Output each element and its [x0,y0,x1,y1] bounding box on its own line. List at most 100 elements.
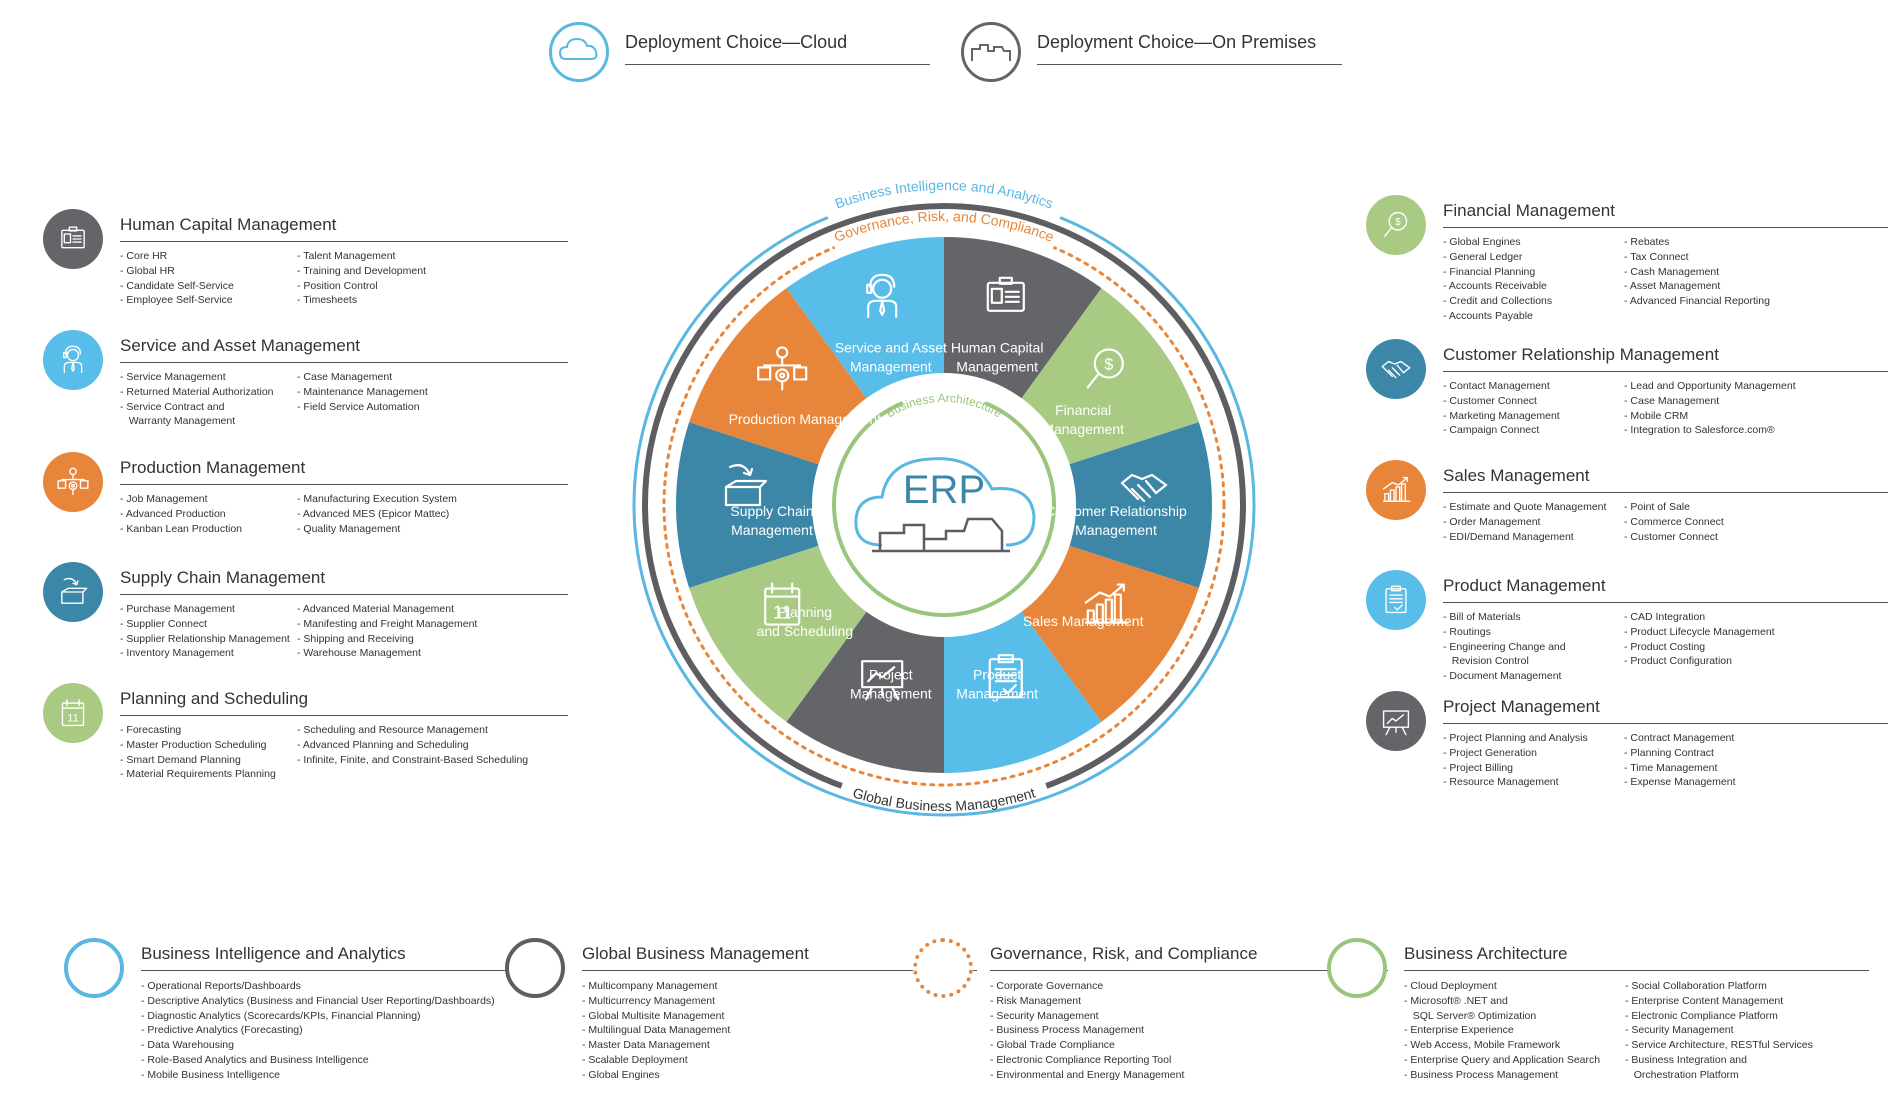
badge-icon [43,209,103,269]
module-title: Human Capital Management [120,215,337,234]
clipboard-icon [988,654,1023,699]
deployment-cloud-label: Deployment Choice—Cloud [625,32,848,52]
feature-list-left: - Project Planning and Analysis - Projec… [1443,732,1588,789]
feature-list-right: - Social Collaboration Platform - Enterp… [1625,980,1813,1081]
buildings-icon [961,22,1021,82]
divider [120,594,568,595]
divider [1404,970,1869,971]
segment-label: Project [869,667,913,683]
segment-label: Sales Management [1023,613,1144,629]
segment-label: Management [1075,522,1157,538]
platform-title: Business Intelligence and Analytics [141,944,406,963]
feature-list-right: - Talent Management - Training and Devel… [297,250,426,307]
feature-list-left: - Corporate Governance - Risk Management… [990,980,1185,1081]
segment-label: Management [731,522,813,538]
module-title: Sales Management [1443,466,1590,485]
deployment-premises-label: Deployment Choice—On Premises [1037,32,1317,52]
governance-ring [662,223,1226,787]
badge-icon [986,276,1025,312]
module-section: Product Management - Bill of Materials -… [1366,570,1888,682]
divider [582,970,977,971]
feature-list-right: - Point of Sale - Commerce Connect - Cus… [1624,501,1724,543]
feature-list-right: - Manufacturing Execution System - Advan… [297,493,457,535]
divider [1443,371,1888,372]
wheel-segment [944,422,1212,588]
svg-text:11: 11 [773,603,792,623]
segment-label: Management [850,686,932,702]
cloud-icon [549,22,609,82]
platform-section: Global Business Management - Multicompan… [505,938,977,1088]
segment-label: Supply Chain [730,503,813,519]
platform-section: Business Architecture - Cloud Deployment… [1327,938,1869,1088]
feature-list-left: - Forecasting - Master Production Schedu… [120,724,276,781]
module-section: Service and Asset Management - Service M… [43,330,568,440]
segment-label: Production Management [729,411,882,427]
org-chart-gear-icon [757,346,808,391]
segment-label: Management [956,358,1038,374]
segment-label: Planning [778,604,833,620]
module-section: Sales Management - Estimate and Quote Ma… [1366,460,1888,570]
feature-list-right: - Scheduling and Resource Management - A… [297,724,529,766]
ring-icon [64,938,124,998]
ring-icon [913,938,973,998]
module-title: Financial Management [1443,201,1615,220]
module-section: Project Management - Project Planning an… [1366,691,1888,801]
divider [141,970,554,971]
platform-title: Business Architecture [1404,944,1568,963]
platform-title: Governance, Risk, and Compliance [990,944,1258,963]
presentation-icon [1366,691,1426,751]
module-title: Supply Chain Management [120,568,326,587]
headset-person-icon [866,273,898,318]
divider [1443,723,1888,724]
module-title: Customer Relationship Management [1443,345,1719,364]
divider [1443,602,1888,603]
feature-list-right: - Rebates - Tax Connect - Cash Managemen… [1624,236,1770,308]
module-title: Production Management [120,458,306,477]
clipboard-icon [1366,570,1426,630]
bar-chart-icon [1366,460,1426,520]
platform-section: Governance, Risk, and Compliance - Corpo… [913,938,1388,1088]
module-section: Human Capital Management - Core HR - Glo… [43,209,568,319]
calendar-icon: 11 [764,582,801,626]
platform-title: Global Business Management [582,944,809,963]
presentation-icon [861,660,904,701]
segment-label: Customer Relationship [1045,503,1187,519]
erp-cloud-icon [854,457,1036,553]
feature-list-left: - Global Engines - General Ledger - Fina… [1443,236,1553,322]
divider [120,715,568,716]
calendar-icon: 11 [43,683,103,743]
deployment-cloud: Deployment Choice—Cloud [549,22,930,86]
segment-label: Management [1042,421,1124,437]
segment-label: Financial [1055,402,1111,418]
feature-list-left: - Estimate and Quote Management - Order … [1443,501,1607,543]
magnifier-dollar-icon: $ [1086,348,1124,389]
erp-label: ERP [903,468,985,512]
feature-list-right: - Lead and Opportunity Management - Case… [1624,380,1796,437]
box-arrow-icon [724,464,768,507]
ring-icon [505,938,565,998]
deployment-premises: Deployment Choice—On Premises [961,22,1351,86]
module-section: Supply Chain Management - Purchase Manag… [43,562,568,672]
feature-list-left: - Cloud Deployment - Microsoft® .NET and… [1404,980,1601,1081]
box-arrow-icon [43,562,103,622]
feature-list-right: - Contract Management - Planning Contrac… [1624,732,1736,789]
segment-label: Human Capital [951,339,1044,355]
segment-label: Management [850,358,932,374]
divider [120,241,568,242]
feature-list-right: - Case Management - Maintenance Manageme… [297,371,428,413]
svg-text:$: $ [1395,217,1401,228]
module-section: 11 Planning and Scheduling - Forecasting… [43,683,568,793]
module-title: Product Management [1443,576,1606,595]
divider [625,64,930,65]
feature-list-left: - Contact Management - Customer Connect … [1443,380,1560,437]
org-chart-gear-icon [43,452,103,512]
divider [1037,64,1342,65]
module-section: $ Financial Management - Global Engines … [1366,195,1888,322]
svg-text:$: $ [1104,356,1113,373]
divider [1443,492,1888,493]
module-section: Production Management - Job Management -… [43,452,568,562]
feature-list-right: - Advanced Material Management - Manifes… [297,603,478,660]
module-title: Service and Asset Management [120,336,361,355]
headset-person-icon [43,330,103,390]
